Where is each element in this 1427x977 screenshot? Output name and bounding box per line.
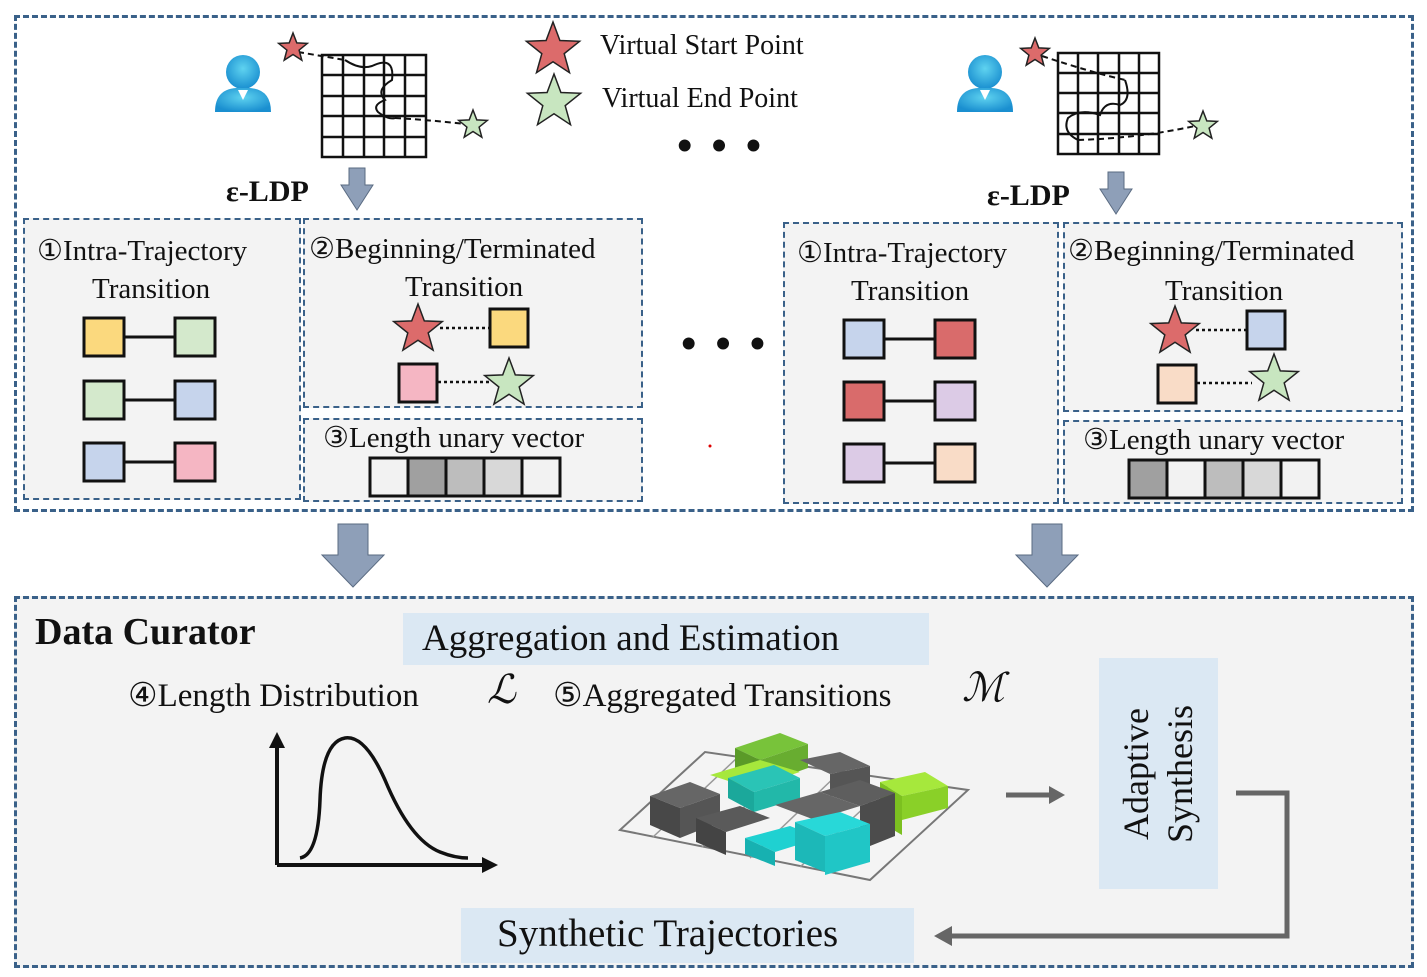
legend-start-label: Virtual Start Point bbox=[600, 30, 804, 61]
length-title: ③Length unary vector bbox=[1083, 424, 1345, 456]
user-icon bbox=[957, 55, 1013, 112]
aggregated-transitions-symbol: ℳ bbox=[962, 665, 1005, 710]
aggregation-highlight bbox=[403, 613, 929, 665]
transition-pairs bbox=[842, 318, 977, 484]
begin-title: ②Beginning/Terminated bbox=[309, 233, 596, 265]
start-connector bbox=[297, 51, 346, 61]
feedback-arrow bbox=[950, 790, 1290, 939]
ldp-arrow-icon bbox=[340, 167, 374, 211]
intra-title: ①Intra-Trajectory bbox=[37, 235, 248, 267]
synthesis-line: Synthesis bbox=[1160, 704, 1201, 843]
ellipsis-middle: • • • bbox=[681, 319, 770, 368]
length-distribution-plot bbox=[269, 732, 498, 873]
ldp-arrow-icon bbox=[1099, 171, 1133, 215]
client1-intra-box bbox=[23, 218, 301, 500]
begin-title: ②Beginning/Terminated bbox=[1068, 235, 1355, 267]
ldp-label: ε-LDP bbox=[987, 179, 1070, 212]
client2-begin-box bbox=[1063, 222, 1403, 412]
length-distribution-label: ④Length Distribution bbox=[128, 678, 419, 714]
synthetic-trajectories-label: Synthetic Trajectories bbox=[497, 912, 839, 955]
end-star-icon bbox=[456, 107, 490, 139]
aggregated-transitions-label: ⑤Aggregated Transitions bbox=[553, 678, 892, 714]
begin-end-transitions bbox=[391, 301, 536, 406]
length-distribution-symbol: ℒ bbox=[487, 667, 516, 712]
end-connector bbox=[1077, 125, 1196, 141]
client2-intra-box bbox=[783, 222, 1059, 504]
feedback-arrowhead bbox=[934, 926, 952, 946]
aggregation-label: Aggregation and Estimation bbox=[422, 618, 840, 659]
start-connector bbox=[1041, 55, 1126, 81]
curator-title: Data Curator bbox=[35, 611, 256, 653]
length-unary-vector bbox=[368, 456, 562, 498]
begin-end-transitions bbox=[1148, 303, 1301, 405]
end-connector bbox=[394, 117, 466, 125]
adaptive-synthesis-highlight bbox=[1099, 658, 1218, 889]
adaptive-line: Adaptive bbox=[1116, 707, 1157, 840]
length-unary-vector bbox=[1127, 458, 1321, 500]
aggregated-transitions-3d bbox=[617, 733, 971, 882]
legend-end-star-icon bbox=[525, 71, 583, 127]
begin-title-line2: Transition bbox=[1165, 275, 1284, 307]
intra-title-line2: Transition bbox=[851, 275, 970, 307]
down-arrow-icon bbox=[320, 523, 386, 588]
intra-title: ①Intra-Trajectory bbox=[797, 237, 1008, 269]
begin-title-line2: Transition bbox=[405, 271, 524, 303]
trajectory-grid bbox=[320, 53, 428, 159]
adaptive-synthesis-label: Adaptive Synthesis bbox=[1099, 658, 1218, 889]
start-star-icon bbox=[276, 30, 310, 62]
start-star-icon bbox=[1018, 35, 1052, 67]
transition-pairs bbox=[82, 316, 217, 483]
clients-panel bbox=[14, 15, 1414, 512]
user-icon bbox=[215, 55, 271, 112]
intra-title-line2: Transition bbox=[92, 273, 211, 305]
red-dot bbox=[708, 444, 712, 448]
legend-end-label: Virtual End Point bbox=[602, 83, 798, 114]
legend-start-star-icon bbox=[524, 19, 582, 75]
ldp-label: ε-LDP bbox=[226, 175, 309, 208]
length-title: ③Length unary vector bbox=[323, 422, 585, 454]
ellipsis-top: • • • bbox=[677, 121, 766, 170]
client1-begin-box bbox=[303, 218, 643, 408]
down-arrow-icon bbox=[1014, 523, 1080, 588]
end-star-icon bbox=[1186, 108, 1220, 140]
to-synthesis-arrowhead bbox=[1049, 786, 1065, 804]
synthetic-highlight bbox=[461, 908, 914, 963]
